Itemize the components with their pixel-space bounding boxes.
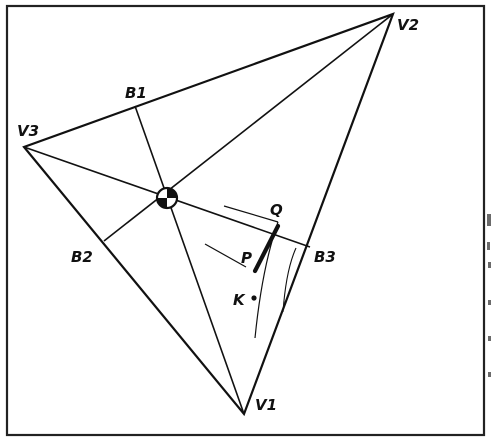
line-v1-b1	[134, 105, 245, 415]
guide-stroke-q	[223, 205, 279, 223]
center-of-mass-icon	[155, 186, 179, 210]
scan-edge-mark	[488, 336, 491, 341]
scan-edge-mark	[488, 300, 491, 305]
label-v2: V2	[397, 16, 419, 34]
diagram-frame	[5, 4, 486, 437]
triangle-v1-v2-v3	[22, 12, 395, 417]
label-b3: B3	[314, 248, 336, 266]
label-q: Q	[270, 201, 283, 219]
segment-p-q	[252, 223, 281, 274]
label-p: P	[241, 249, 252, 267]
scan-edge-mark	[488, 372, 491, 377]
point-k	[251, 295, 257, 301]
label-k: K	[233, 291, 246, 309]
guide-stroke-right	[282, 247, 297, 313]
scan-edge-mark	[487, 242, 490, 250]
guide-stroke-k	[254, 221, 279, 339]
scan-edge-mark	[488, 262, 491, 268]
scan-edge-mark	[487, 214, 491, 226]
label-b2: B2	[71, 248, 93, 266]
label-v1: V1	[255, 396, 277, 414]
label-b1: B1	[125, 84, 147, 102]
guide-stroke-p	[204, 243, 247, 268]
line-v2-b2	[103, 13, 394, 242]
label-v3: V3	[17, 122, 39, 140]
